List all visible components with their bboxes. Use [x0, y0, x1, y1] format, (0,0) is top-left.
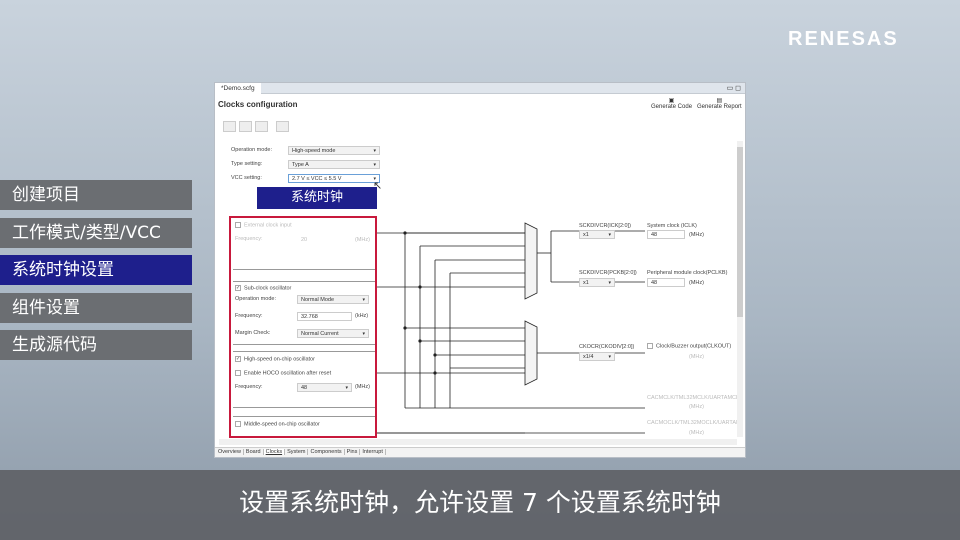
- moco-checkbox[interactable]: Middle-speed on-chip oscillator: [235, 421, 320, 427]
- iclk-div-label: SCKDIVCR(ICK[2:0]): [579, 223, 631, 229]
- menu-mode-type-vcc[interactable]: 工作模式/类型/VCC: [0, 218, 192, 248]
- vcc-label: VCC setting:: [231, 175, 262, 181]
- tool-button[interactable]: [223, 121, 236, 132]
- tab-board[interactable]: Board: [243, 449, 264, 455]
- pclkb-unit: (MHz): [689, 280, 704, 286]
- code-icon: ▣: [668, 98, 675, 104]
- cac1-label: CACMCLK/TML32MCLK/UARTAMCLK: [647, 395, 739, 401]
- margin-label: Margin Check:: [235, 330, 271, 336]
- tab-overview[interactable]: Overview: [216, 449, 244, 455]
- clkout-unit: (MHz): [689, 354, 704, 360]
- sub-mode-label: Operation mode:: [235, 296, 276, 302]
- ext-freq-label: Frequency:: [235, 236, 263, 242]
- ext-freq-input[interactable]: 20: [301, 237, 308, 243]
- clock-diagram: [377, 222, 645, 434]
- hoco-enable-checkbox[interactable]: Enable HOCO oscillation after reset: [235, 370, 331, 376]
- menu-components[interactable]: 组件设置: [0, 293, 192, 323]
- type-select[interactable]: Type A: [288, 160, 380, 169]
- iclk-unit: (MHz): [689, 232, 704, 238]
- cac2-label: CACMOCLK/TML32MOCLK/UARTAM: [647, 420, 739, 426]
- editor-window: *Demo.scfg ▭ ◻ Clocks configuration ▣Gene…: [214, 82, 746, 458]
- subtitle: 设置系统时钟，允许设置 7 个设置系统时钟: [0, 470, 960, 540]
- tab-pins[interactable]: Pins: [344, 449, 361, 455]
- tab-components[interactable]: Components: [308, 449, 345, 455]
- oscillator-highlight: External clock input Frequency: 20 (MHz)…: [229, 216, 377, 438]
- external-clock-checkbox[interactable]: External clock input: [235, 222, 292, 228]
- window-controls[interactable]: ▭ ◻: [726, 85, 741, 92]
- iclk-label: System clock (ICLK): [647, 223, 697, 229]
- section-banner: 系统时钟: [257, 187, 377, 209]
- hoco-unit: (MHz): [355, 384, 370, 390]
- tool-button[interactable]: [276, 121, 289, 132]
- clkout-div-select[interactable]: x1/4: [579, 352, 615, 361]
- iclk-div-select[interactable]: x1: [579, 230, 615, 239]
- ext-unit: (MHz): [355, 237, 370, 243]
- sub-unit: (kHz): [355, 313, 369, 319]
- sub-mode-select[interactable]: Normal Mode: [297, 295, 369, 304]
- subclock-checkbox[interactable]: ✓Sub-clock oscillator: [235, 285, 292, 292]
- file-tab[interactable]: *Demo.scfg: [215, 83, 261, 94]
- iclk-value[interactable]: 48: [647, 230, 685, 239]
- cac2-unit: (MHz): [689, 430, 704, 436]
- toolbar: [223, 121, 289, 132]
- pclkb-label: Peripheral module clock(PCLKB): [647, 270, 728, 276]
- menu-system-clock[interactable]: 系统时钟设置: [0, 255, 192, 285]
- clkout-div-label: CKOCR(CKODIV[2:0]): [579, 344, 635, 350]
- cac1-unit: (MHz): [689, 404, 704, 410]
- pclkb-div-select[interactable]: x1: [579, 278, 615, 287]
- generate-code-button[interactable]: ▣Generate Code: [651, 98, 693, 110]
- type-label: Type setting:: [231, 161, 263, 167]
- operation-mode-select[interactable]: High-speed mode: [288, 146, 380, 155]
- renesas-logo: RENESAS: [788, 28, 899, 50]
- hoco-freq-label: Frequency:: [235, 384, 263, 390]
- menu-create-project[interactable]: 创建项目: [0, 180, 192, 210]
- margin-select[interactable]: Normal Current: [297, 329, 369, 338]
- vertical-scrollbar[interactable]: [737, 141, 743, 437]
- clkout-checkbox[interactable]: Clock/Buzzer output(CLKOUT): [647, 343, 731, 349]
- horizontal-scrollbar[interactable]: [219, 439, 737, 445]
- cursor-icon: ↖: [373, 180, 383, 192]
- hoco-checkbox[interactable]: ✓High-speed on-chip oscillator: [235, 356, 315, 363]
- tab-system[interactable]: System: [285, 449, 309, 455]
- sub-freq-input[interactable]: 32.768: [297, 312, 352, 321]
- hoco-freq-select[interactable]: 48: [297, 383, 352, 392]
- page-title: Clocks configuration: [218, 100, 298, 109]
- tool-button[interactable]: [255, 121, 268, 132]
- report-icon: ▤: [716, 98, 723, 104]
- operation-mode-label: Operation mode:: [231, 147, 272, 153]
- menu-generate-code[interactable]: 生成源代码: [0, 330, 192, 360]
- vcc-select[interactable]: 2.7 V ≤ VCC ≤ 5.5 V: [288, 174, 380, 183]
- tool-button[interactable]: [239, 121, 252, 132]
- pclkb-value[interactable]: 48: [647, 278, 685, 287]
- pclkb-div-label: SCKDIVCR(PCKB[2:0]): [579, 270, 637, 276]
- tab-clocks[interactable]: Clocks: [263, 449, 286, 455]
- sub-freq-label: Frequency:: [235, 313, 263, 319]
- generate-report-button[interactable]: ▤Generate Report: [697, 98, 742, 110]
- tab-interrupt[interactable]: Interrupt: [360, 449, 386, 455]
